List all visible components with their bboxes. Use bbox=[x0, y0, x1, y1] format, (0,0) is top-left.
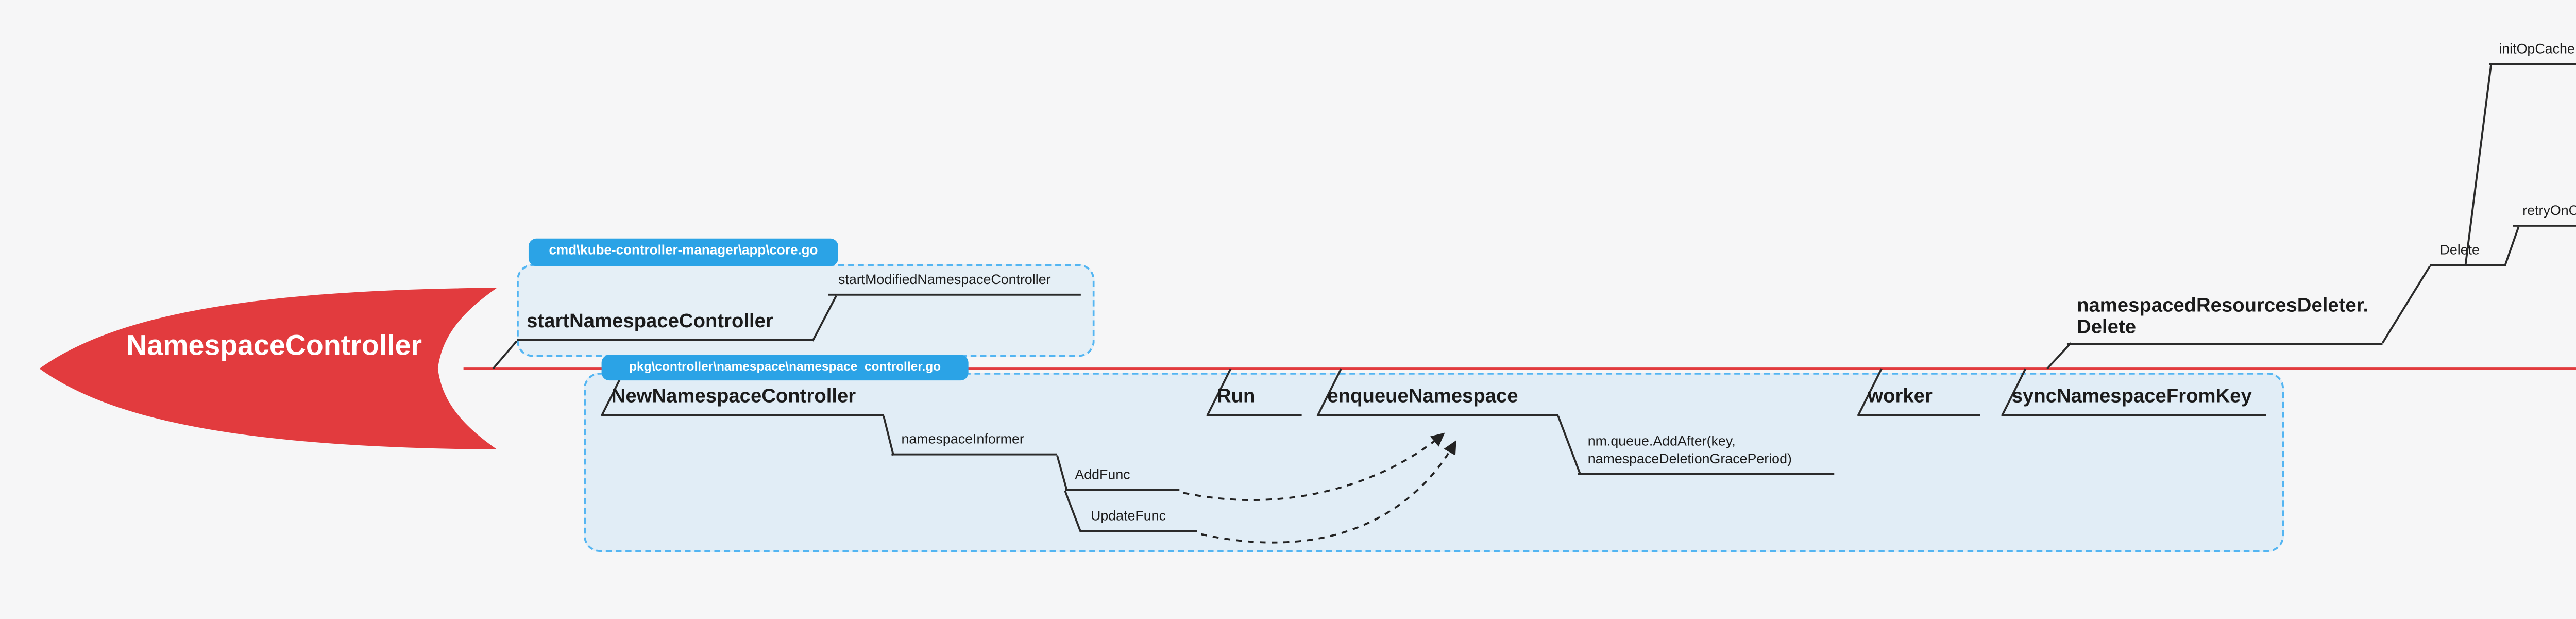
relationship-arrow-updatefunc-enqueue[interactable] bbox=[1200, 440, 1456, 544]
topic-line-2: Delete bbox=[2077, 317, 2137, 339]
fishbone-head-shape[interactable] bbox=[39, 288, 497, 450]
relationship-arrow-addfunc-enqueue[interactable] bbox=[1183, 432, 1445, 501]
connector-spine-run bbox=[1206, 368, 1232, 416]
topic-nm-queue-addafter[interactable]: nm.queue.AddAfter(key, namespaceDeletion… bbox=[1578, 436, 1835, 475]
topic-start-namespace-controller[interactable]: startNamespaceController bbox=[516, 309, 813, 341]
connector-spine-deleter bbox=[2046, 342, 2072, 370]
connector-informer-addfunc bbox=[1056, 455, 1068, 491]
connector-delete-initopcache bbox=[2464, 64, 2492, 266]
boundary-namespace-controller-pkg[interactable] bbox=[584, 372, 2284, 552]
topic-retry-on-conflict-error[interactable]: retryOnConflictError bbox=[2513, 203, 2576, 227]
topic-namespace-informer[interactable]: namespaceInformer bbox=[891, 432, 1057, 456]
topic-enqueue-namespace[interactable]: enqueueNamespace bbox=[1317, 384, 1558, 416]
file-badge-core-go[interactable]: cmd\kube-controller-manager\app\core.go bbox=[528, 238, 838, 266]
file-badge-namespace-controller-go[interactable]: pkg\controller\namespace\namespace_contr… bbox=[601, 355, 969, 381]
topic-line-1: namespacedResourcesDeleter. bbox=[2077, 295, 2369, 317]
topic-start-modified-namespace-controller[interactable]: startModifiedNamespaceController bbox=[828, 272, 1081, 296]
connector-new-informer bbox=[883, 415, 895, 456]
topic-run[interactable]: Run bbox=[1207, 384, 1302, 416]
connector-enqueue-addafter bbox=[1557, 415, 1581, 474]
connector-spine-enqueue bbox=[1316, 368, 1342, 416]
topic-line-1: nm.queue.AddAfter(key, bbox=[1587, 436, 1736, 450]
topic-init-op-cache[interactable]: initOpCache bbox=[2489, 41, 2576, 65]
topic-sync-namespace-from-key[interactable]: syncNamespaceFromKey bbox=[2002, 384, 2266, 416]
connector-spine-start bbox=[492, 340, 518, 370]
connector-spine-sync bbox=[2001, 368, 2027, 416]
topic-delete[interactable]: Delete bbox=[2430, 242, 2505, 266]
connector-delete-retry bbox=[2504, 226, 2520, 266]
central-topic-namespacecontroller[interactable]: NamespaceController bbox=[126, 331, 422, 363]
topic-add-func[interactable]: AddFunc bbox=[1065, 467, 1180, 491]
topic-new-namespace-controller[interactable]: NewNamespaceController bbox=[601, 384, 884, 416]
connector-deleter-delete bbox=[2381, 265, 2431, 344]
connector-start-modified bbox=[811, 295, 837, 342]
topic-update-func[interactable]: UpdateFunc bbox=[1080, 509, 1197, 532]
connector-addfunc-updatefunc bbox=[1064, 490, 1082, 533]
topic-worker[interactable]: worker bbox=[1858, 384, 1980, 416]
topic-line-2: namespaceDeletionGracePeriod) bbox=[1587, 452, 1792, 466]
topic-namespaced-resources-deleter-delete[interactable]: namespacedResourcesDeleter. Delete bbox=[2066, 295, 2383, 345]
connector-spine-worker bbox=[1857, 368, 1883, 416]
